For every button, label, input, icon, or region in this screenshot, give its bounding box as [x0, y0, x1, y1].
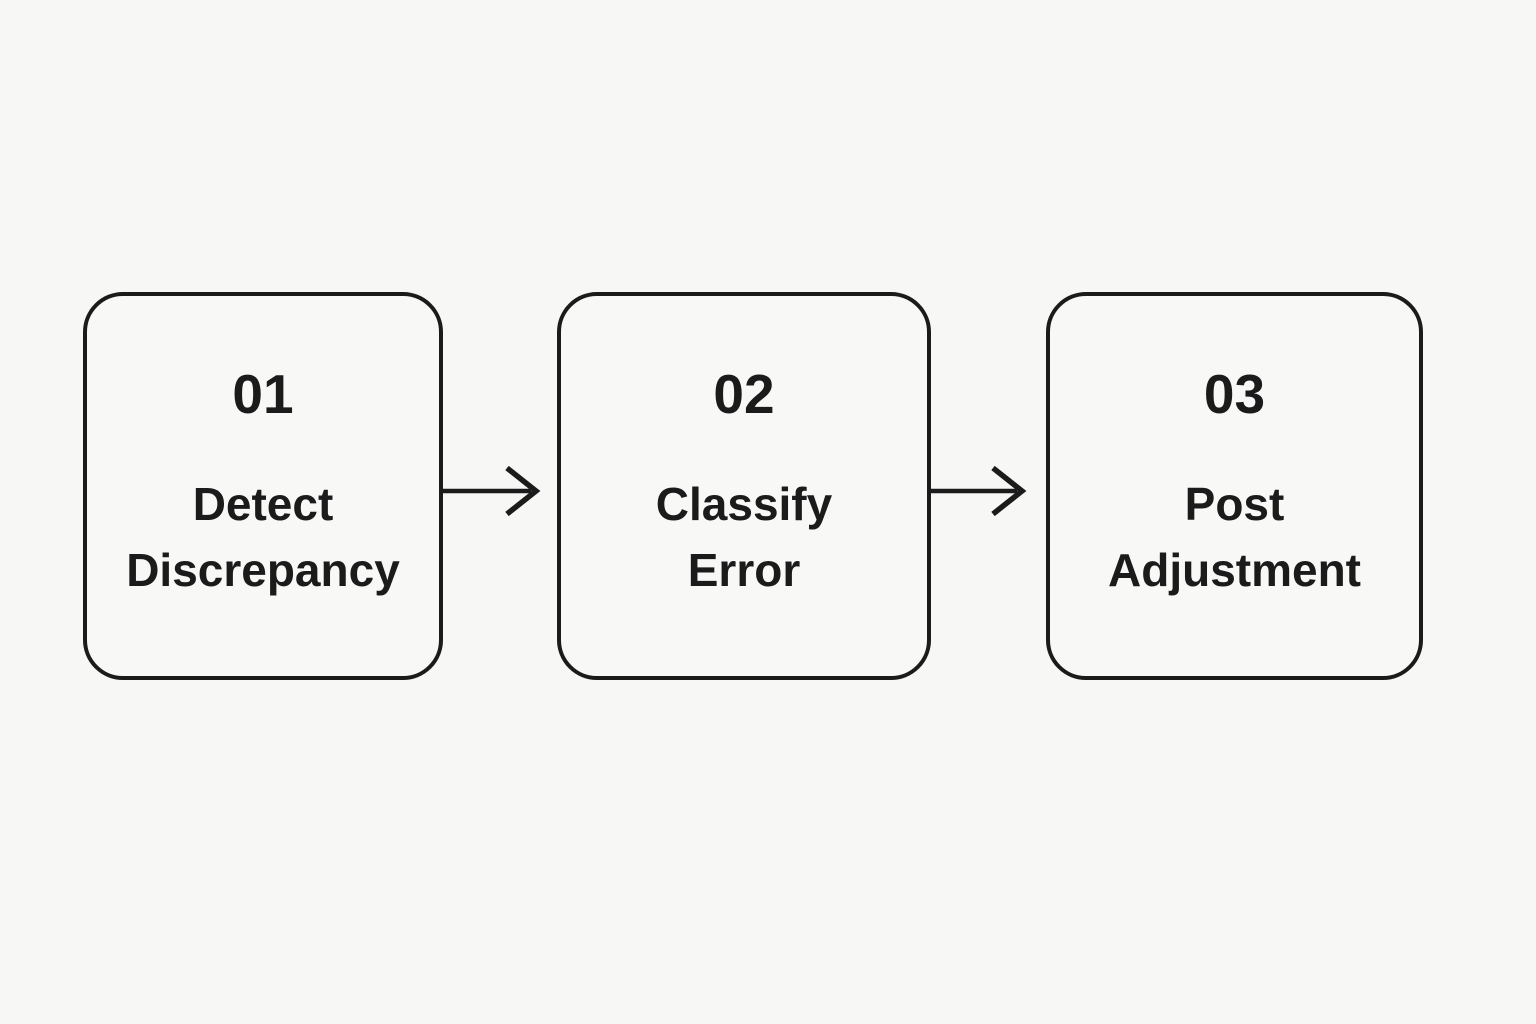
step-label-line1: Classify	[655, 478, 833, 530]
right-arrow-icon	[443, 461, 543, 521]
step-card-classify-error: 02 Classify Error	[557, 292, 931, 680]
step-label: Detect Discrepancy	[126, 471, 400, 603]
step-number: 02	[713, 363, 775, 425]
step-label: Classify Error	[656, 471, 832, 603]
step-label-line2: Discrepancy	[126, 544, 400, 596]
right-arrow-icon	[929, 461, 1029, 521]
step-label-line1: Post	[1184, 478, 1285, 530]
step-label-line2: Adjustment	[1108, 544, 1361, 596]
step-label-line1: Detect	[192, 478, 334, 530]
step-label-line2: Error	[687, 544, 801, 596]
step-card-detect-discrepancy: 01 Detect Discrepancy	[83, 292, 443, 680]
step-number: 03	[1203, 363, 1266, 425]
step-card-post-adjustment: 03 Post Adjustment	[1046, 292, 1423, 680]
step-label: Post Adjustment	[1108, 471, 1361, 603]
step-number: 01	[232, 363, 294, 425]
